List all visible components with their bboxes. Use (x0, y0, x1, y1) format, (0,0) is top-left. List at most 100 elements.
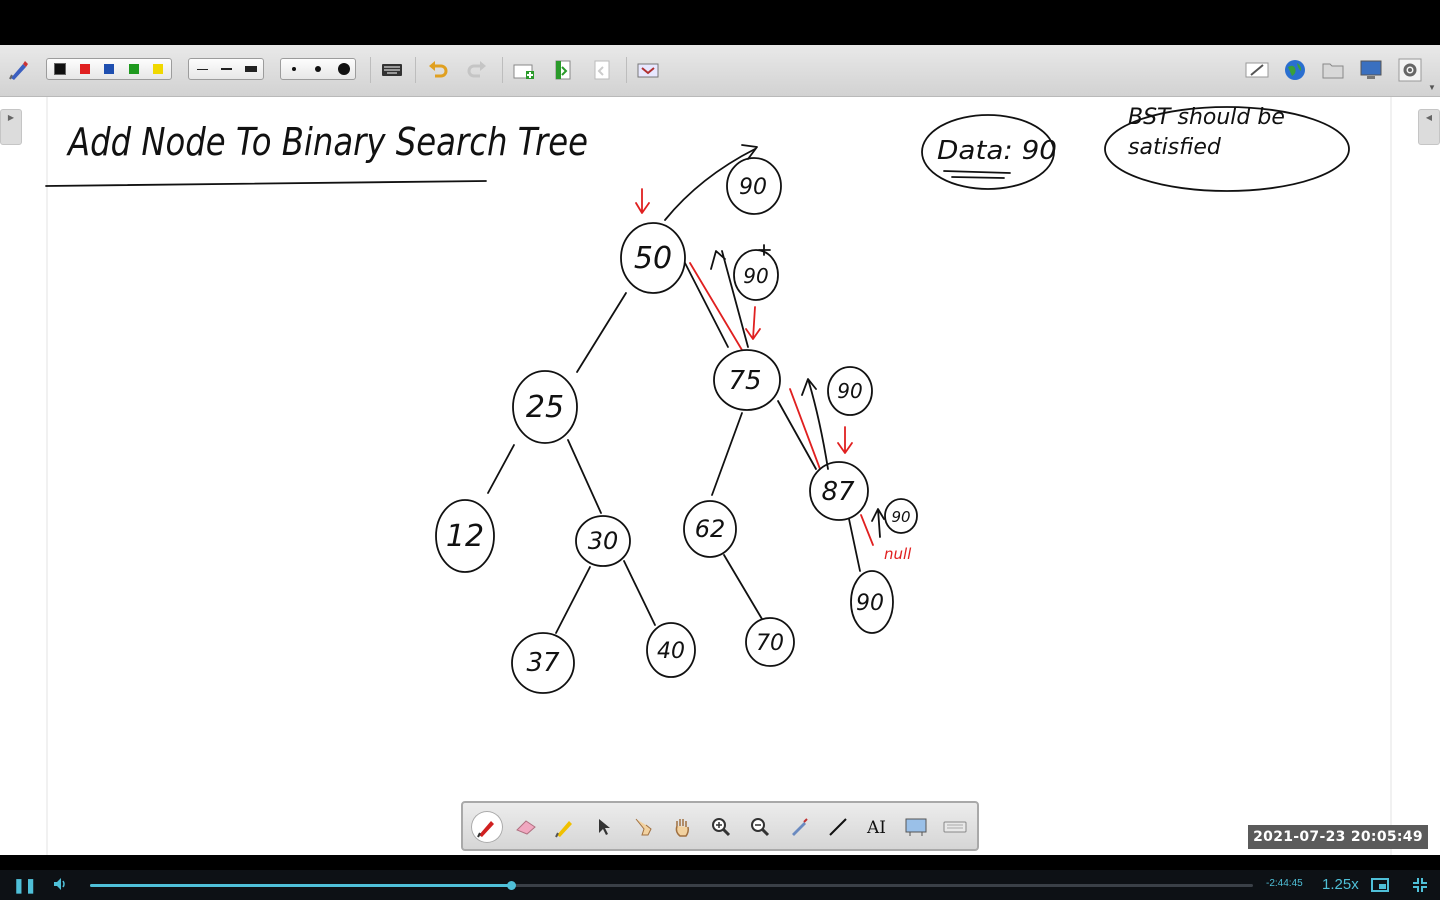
tree-node: 37 (511, 632, 575, 694)
video-player-bar (0, 855, 1440, 900)
note-box-outline (1104, 106, 1350, 192)
page-up-icon[interactable] (551, 58, 575, 82)
line-width-group (188, 58, 264, 80)
line-width-medium[interactable] (221, 68, 232, 70)
pen-icon[interactable] (471, 811, 503, 843)
keyboard-icon[interactable] (380, 58, 404, 82)
picture-in-picture-icon[interactable] (1371, 877, 1389, 896)
pen-settings-icon[interactable] (7, 58, 31, 82)
svg-text:30: 30 (588, 527, 619, 555)
trace-arrow-black (801, 378, 829, 470)
color-swatch-black[interactable] (54, 63, 66, 75)
tree-node: 40 (646, 622, 696, 678)
settings-icon[interactable] (1398, 58, 1422, 82)
svg-text:70: 70 (756, 631, 784, 656)
note-box-text-wrap: BST should be satisfied (1128, 105, 1285, 160)
toolbar-separator (370, 57, 371, 83)
trace-node: 90 (884, 498, 918, 534)
pan-hand-icon[interactable] (666, 811, 698, 843)
data-box-text: Data: 90 (937, 136, 1057, 166)
insert-arrow-head (741, 144, 758, 160)
trace-line-red (789, 388, 821, 470)
laser-pen-icon[interactable] (783, 811, 815, 843)
time-remaining: -2:44:45 (1266, 878, 1303, 889)
color-swatch-yellow[interactable] (153, 64, 163, 74)
trace-node: 90 (733, 249, 779, 301)
tree-edge (684, 262, 729, 348)
color-swatch-blue[interactable] (104, 64, 114, 74)
progress-fill (90, 884, 511, 887)
chevron-right-icon: ▶ (7, 113, 15, 122)
display-icon[interactable] (1359, 58, 1383, 82)
redo-icon[interactable] (465, 58, 489, 82)
eraser-icon[interactable] (510, 811, 542, 843)
zoom-out-icon[interactable] (744, 811, 776, 843)
toolbar-separator (415, 57, 416, 83)
trace-arrow-red (837, 426, 853, 454)
dot-size-large[interactable] (338, 63, 350, 75)
screen-icon[interactable] (900, 811, 932, 843)
folder-icon[interactable] (1321, 58, 1345, 82)
tree-node: 30 (575, 515, 631, 567)
pause-icon[interactable]: ❚❚ (13, 877, 37, 893)
playback-speed[interactable]: 1.25x (1322, 876, 1359, 893)
title-underline (45, 180, 487, 187)
screen-capture-icon[interactable] (636, 58, 660, 82)
svg-text:75: 75 (728, 366, 761, 396)
line-width-thick[interactable] (245, 66, 257, 72)
pen-color-group (46, 58, 172, 80)
volume-icon[interactable] (52, 876, 68, 895)
svg-text:25: 25 (526, 390, 564, 425)
left-panel-toggle[interactable]: ▶ (0, 109, 22, 145)
whiteboard-canvas-area: ▶ ◀ Add Node To Binary Search Tree Data:… (0, 97, 1440, 855)
svg-text:12: 12 (446, 519, 484, 554)
player-top-strip (0, 855, 1440, 870)
data-box-outline (921, 114, 1055, 190)
svg-text:87: 87 (821, 477, 855, 507)
trace-node: 90 (827, 366, 873, 416)
tree-edge (555, 566, 591, 634)
progress-track[interactable] (90, 881, 1253, 890)
chevron-left-icon: ◀ (1425, 113, 1433, 122)
highlighter-icon[interactable] (549, 811, 581, 843)
line-icon[interactable] (822, 811, 854, 843)
pointer-icon[interactable] (588, 811, 620, 843)
svg-text:90: 90 (743, 264, 768, 288)
recording-timestamp: 2021-07-23 20:05:49 (1248, 825, 1428, 849)
globe-icon[interactable] (1283, 58, 1307, 82)
drawing-tools-bar: AI (461, 801, 979, 851)
progress-thumb[interactable] (507, 881, 516, 890)
handwriting-layer: Add Node To Binary Search Tree Data: 90 … (45, 105, 1350, 694)
svg-text:62: 62 (695, 515, 726, 543)
dot-size-medium[interactable] (315, 66, 321, 72)
svg-text:90: 90 (891, 508, 910, 526)
null-label: null (884, 545, 912, 563)
exit-fullscreen-icon[interactable] (1412, 877, 1428, 896)
color-swatch-green[interactable] (129, 64, 139, 74)
tree-edge (777, 400, 817, 470)
tree-node: 12 (435, 499, 495, 573)
trace-arrow-black (871, 508, 885, 538)
keyboard-icon[interactable] (939, 811, 971, 843)
undo-icon[interactable] (426, 58, 450, 82)
line-width-thin[interactable] (197, 69, 208, 70)
zoom-in-icon[interactable] (705, 811, 737, 843)
trace-line-red (860, 514, 874, 546)
trace-arrow-black (710, 250, 749, 348)
color-swatch-red[interactable] (80, 64, 90, 74)
hand-pointer-icon[interactable] (627, 811, 659, 843)
tree-node: 75 (713, 349, 781, 411)
new-page-icon[interactable] (512, 58, 536, 82)
chevron-down-icon[interactable]: ▼ (1428, 83, 1436, 92)
svg-text:40: 40 (657, 639, 685, 664)
whiteboard-toolbar: ▼ (0, 45, 1440, 97)
dot-size-group (280, 58, 356, 80)
tree-edge (567, 439, 602, 514)
tree-edge (576, 292, 627, 373)
dot-size-small[interactable] (292, 67, 296, 71)
text-icon[interactable]: AI (861, 811, 893, 843)
toolbar-separator (626, 57, 627, 83)
edit-window-icon[interactable] (1245, 58, 1269, 82)
tree-edge (487, 444, 515, 494)
page-down-icon[interactable] (590, 58, 614, 82)
